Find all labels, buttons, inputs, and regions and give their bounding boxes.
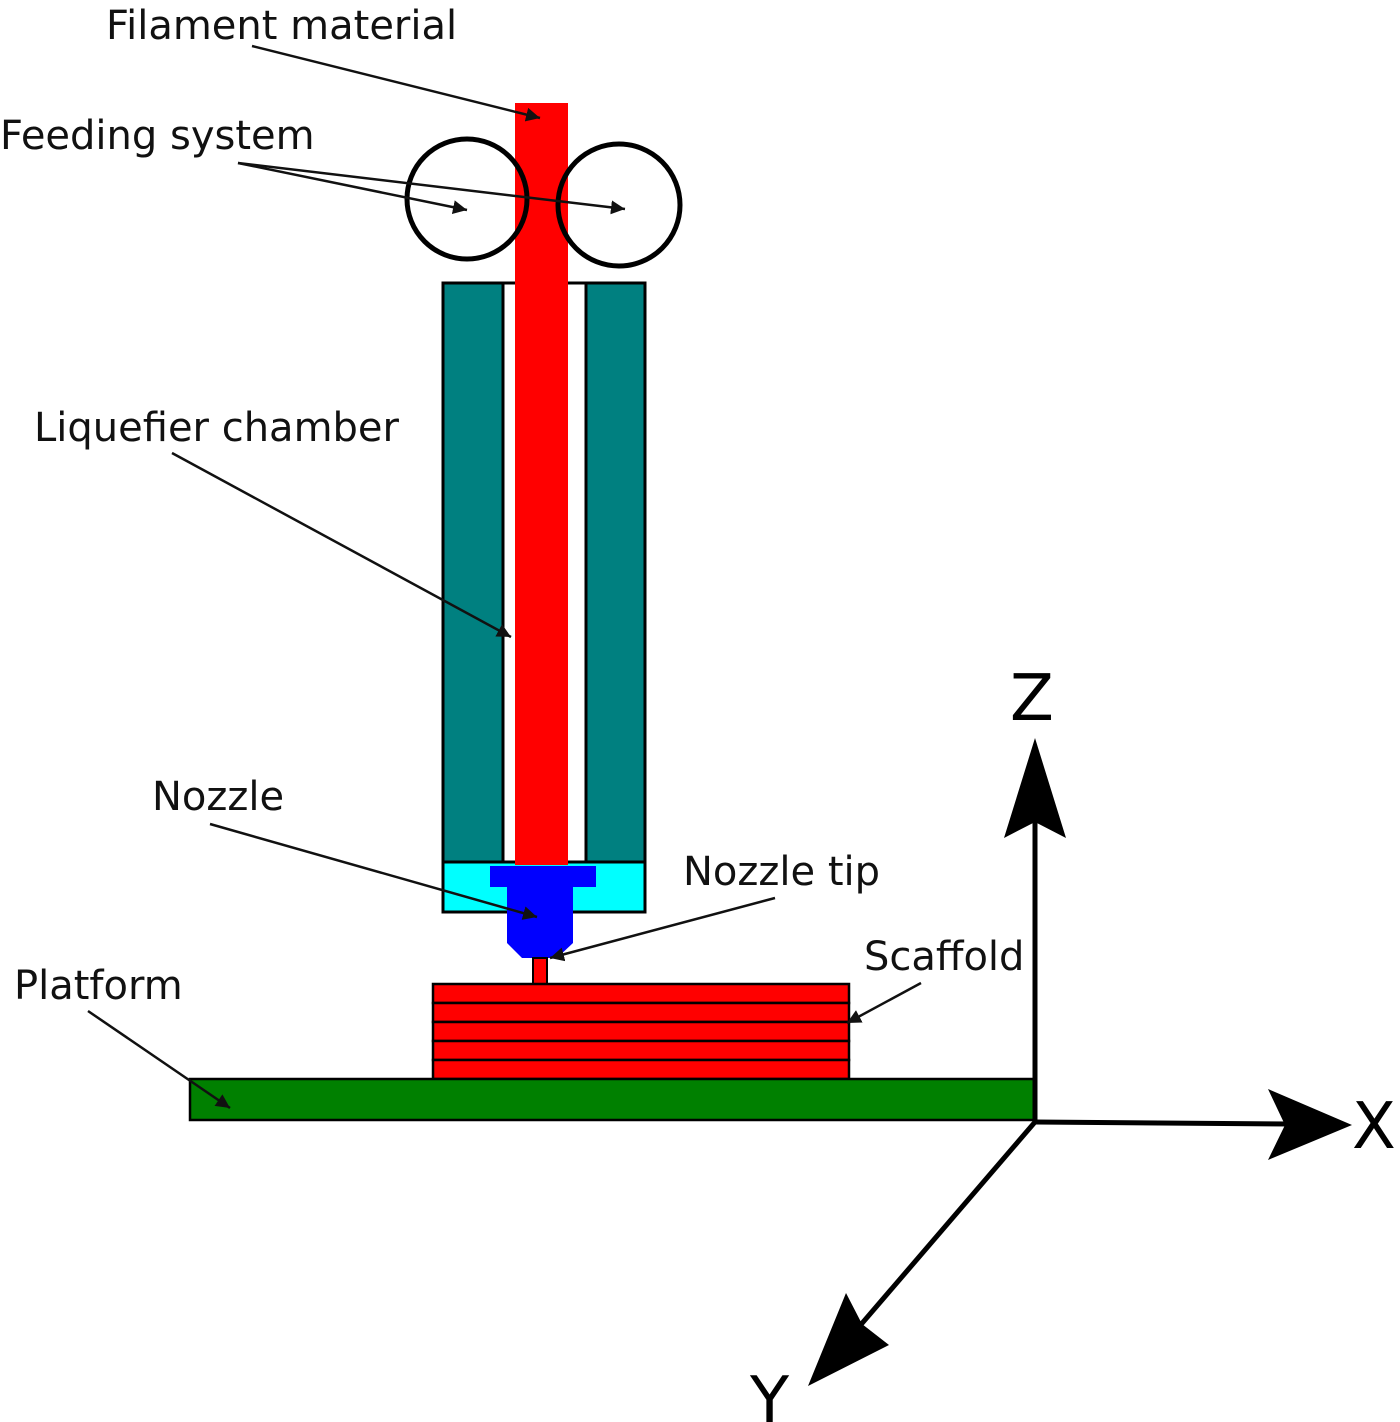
label-liquefier-chamber: Liquefier chamber xyxy=(34,405,400,451)
feed-roller-right xyxy=(555,141,683,269)
scaffold-layer xyxy=(431,1020,851,1043)
leader-feeding-right xyxy=(237,161,626,215)
z-axis-arrowhead xyxy=(1004,738,1066,838)
leader-nozzle xyxy=(209,822,538,920)
leader-nozzle-tip xyxy=(549,896,776,962)
label-nozzle: Nozzle xyxy=(152,774,284,820)
leader-platform xyxy=(87,1009,231,1110)
coordinate-axes xyxy=(808,738,1352,1386)
y-axis-arrowhead xyxy=(808,1293,889,1386)
label-scaffold: Scaffold xyxy=(864,934,1024,980)
nozzle-body xyxy=(490,866,596,958)
leader-liquefier-chamber xyxy=(171,451,512,639)
y-axis-line xyxy=(856,1120,1037,1330)
leader-feeding-left xyxy=(237,161,468,215)
leader-filament-material xyxy=(251,44,541,122)
label-filament-material: Filament material xyxy=(106,3,457,49)
axis-label-z: Z xyxy=(1010,662,1054,736)
scaffold-layer xyxy=(431,1039,851,1062)
chamber-wall-right xyxy=(584,281,647,865)
scaffold-layer xyxy=(431,1058,851,1081)
feed-roller-left xyxy=(404,136,530,262)
filament-strand xyxy=(515,103,568,865)
x-axis-arrowhead xyxy=(1268,1089,1352,1160)
leader-scaffold xyxy=(846,981,922,1025)
platform-plate xyxy=(188,1077,1037,1122)
axis-label-x: X xyxy=(1352,1090,1396,1164)
label-feeding-system: Feeding system xyxy=(0,113,315,159)
scaffold-layer xyxy=(431,982,851,1005)
chamber-wall-left xyxy=(441,281,505,865)
axis-label-y: Y xyxy=(749,1364,790,1422)
label-platform: Platform xyxy=(14,963,183,1009)
scaffold xyxy=(431,982,851,1081)
scaffold-layer xyxy=(431,1001,851,1024)
x-axis-line xyxy=(1034,1119,1291,1127)
label-nozzle-tip: Nozzle tip xyxy=(683,849,880,895)
